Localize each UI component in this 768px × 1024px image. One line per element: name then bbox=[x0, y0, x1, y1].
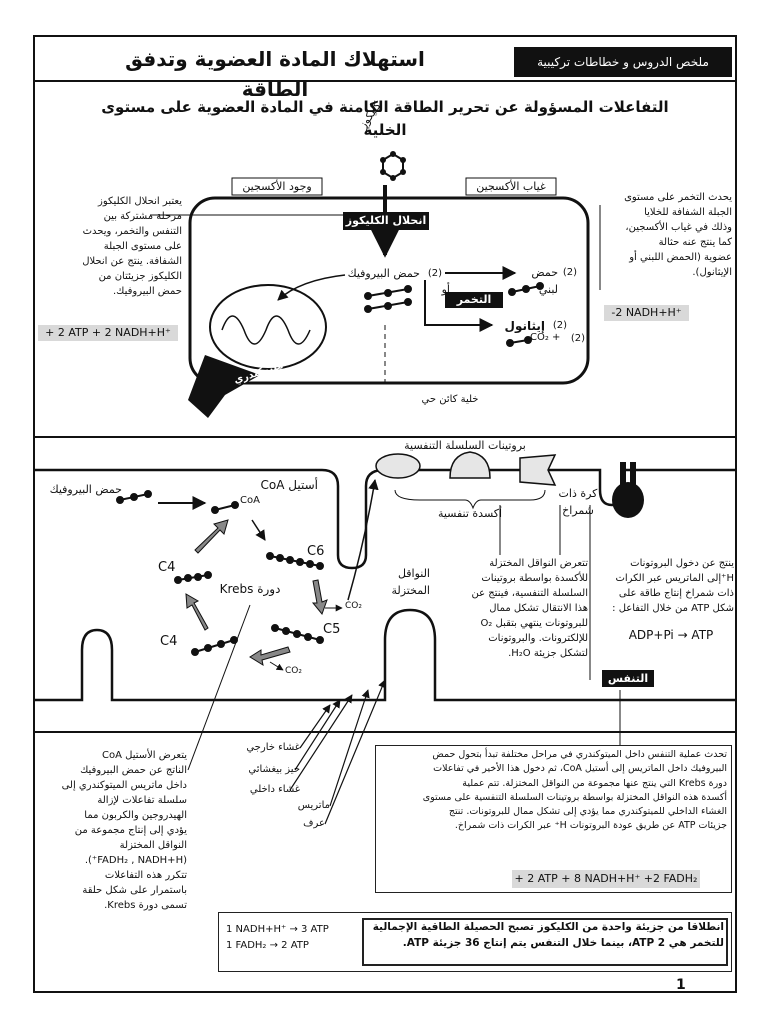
pyruvic-acid-label: حمض البيروفيك bbox=[347, 267, 420, 280]
pyruvate-to-mito-arrow bbox=[277, 274, 346, 301]
oxygen-absent-box bbox=[465, 177, 557, 196]
electron-chain-note: تتعرض النواقل المختزلة للأكسدة بواسطة بر… bbox=[471, 558, 589, 659]
crista-label: عرف bbox=[303, 818, 325, 829]
respiratory-proteins-label: بروتينات السلسلة التنفسية bbox=[404, 439, 526, 452]
section-divider-2 bbox=[33, 731, 737, 733]
acetyl-coa-label: أستيل CoA bbox=[260, 478, 318, 492]
coa-label: CoA bbox=[240, 495, 260, 506]
mitochondrion bbox=[209, 284, 327, 370]
cell-outline bbox=[188, 196, 590, 385]
or-label: أو bbox=[441, 283, 450, 296]
lactic-acid-label: حمض لبني bbox=[531, 266, 558, 296]
pyruvic-count: (2) bbox=[427, 268, 442, 279]
section-divider-1 bbox=[33, 436, 737, 438]
glucose-atoms bbox=[380, 151, 406, 181]
mito-pyruvate-molecule bbox=[116, 490, 152, 504]
intermembrane-pointer bbox=[294, 699, 341, 771]
respiratory-protein-1 bbox=[375, 453, 421, 479]
fermentation-note: يحدث التخمر على مستوى الجبلة الشفافة للخ… bbox=[624, 192, 732, 278]
c4b-label: C4 bbox=[160, 634, 178, 649]
glucose-molecule bbox=[382, 152, 404, 180]
matrix-pointer bbox=[329, 689, 370, 807]
matrix-label: ماتريس bbox=[297, 800, 330, 811]
c4a-molecule bbox=[174, 571, 212, 584]
ethanol-label: إيثانول bbox=[504, 319, 545, 333]
oxidation-label: أكسدة تنفسية bbox=[437, 507, 503, 520]
conversion-nadh: 1 NADH+H⁺ → 3 ATP bbox=[226, 924, 329, 935]
krebs-arrow-4 bbox=[185, 593, 209, 631]
glycolysis-label: انحلال الكليكوز bbox=[343, 212, 429, 230]
mito-pyruvic-label: حمض البيروفيك bbox=[49, 483, 122, 496]
fermentation-yield: -2 NADH+H⁺ bbox=[604, 305, 689, 321]
ethanol-arrow bbox=[424, 280, 494, 332]
final-summary-text: انطلاقا من جزيئة واحدة من الكليكوز تصبح … bbox=[372, 921, 724, 949]
section1-heading: التفاعلات المسؤولة عن تحرير الطاقة الكام… bbox=[101, 98, 669, 139]
crista-pointer bbox=[324, 679, 386, 825]
mitochondria-big-arrow bbox=[188, 355, 260, 418]
intermembrane-label: حيز بيغشائي bbox=[248, 764, 300, 775]
co2-count: (2) bbox=[570, 333, 585, 344]
krebs-arrow-1 bbox=[194, 519, 229, 554]
c5-label: C5 bbox=[323, 622, 341, 637]
oxygen-absent-label: غياب الأكسجين bbox=[476, 180, 546, 193]
reduced-carriers-arrow bbox=[347, 478, 379, 601]
co2-2-label: CO₂ bbox=[285, 666, 302, 676]
krebs-note: يتعرض الأستيل CoA الناتج عن حمض البيروفي… bbox=[61, 750, 187, 911]
c6-molecule bbox=[266, 552, 324, 570]
krebs-arrow-3 bbox=[249, 646, 291, 667]
krebs-label: دورة Krebs bbox=[219, 582, 281, 596]
atp-synthase-label: كرة ذات شمراخ bbox=[558, 487, 598, 517]
c6-label: C6 bbox=[307, 544, 325, 559]
page-number: 1 bbox=[676, 977, 686, 993]
atp-production-note: ينتج عن دخول البروتونات H⁺إلى الماتريس ع… bbox=[612, 558, 734, 614]
matrix-bottom bbox=[35, 608, 735, 702]
respiratory-protein-3 bbox=[519, 454, 557, 486]
ethanol-molecule bbox=[506, 336, 532, 347]
oxygen-present-label: وجود الأكسجين bbox=[242, 180, 312, 193]
atp-reaction: ADP+Pi → ATP bbox=[628, 628, 714, 642]
co2-1-label: CO₂ bbox=[345, 601, 362, 611]
ethanol-count: (2) bbox=[552, 320, 567, 331]
outer-membrane-pointer bbox=[299, 704, 331, 749]
glycolysis-yield: + 2 ATP + 2 NADH+H⁺ bbox=[38, 325, 178, 341]
outer-membrane-label: غشاء خارجي bbox=[246, 742, 300, 753]
reduced-carriers-label: النواقل المختزلة bbox=[391, 567, 430, 597]
c4b-molecule bbox=[191, 636, 238, 656]
acetyl-molecule bbox=[211, 501, 239, 514]
cell-label: خلية كائن حي bbox=[421, 394, 479, 405]
pyruvate-molecules bbox=[364, 285, 412, 313]
respiration-label: التنفس bbox=[602, 670, 654, 687]
page-title: استهلاك المادة العضوية وتدفق الطاقة bbox=[125, 47, 425, 101]
inner-membrane-pointer bbox=[289, 694, 353, 791]
inner-membrane bbox=[35, 468, 735, 570]
conversion-box bbox=[218, 912, 732, 972]
respiratory-protein-2 bbox=[449, 451, 491, 479]
lactic-count: (2) bbox=[562, 267, 577, 278]
lactic-molecule bbox=[508, 282, 544, 296]
final-summary-box bbox=[362, 918, 728, 966]
respiration-summary-box bbox=[375, 745, 732, 893]
respiration-summary-text: تحدث عملية التنفس داخل الميتوكندري في مر… bbox=[422, 749, 727, 832]
header-tag: ملخص الدروس و خطاطات تركيبية bbox=[514, 47, 732, 77]
fermentation-label: التخمر bbox=[445, 292, 503, 308]
respiration-yield: + 2 ATP + 8 NADH+H⁺ +2 FADH₂ bbox=[512, 870, 700, 888]
conversion-fadh: 1 FADH₂ → 2 ATP bbox=[226, 940, 309, 951]
c5-molecule bbox=[271, 624, 324, 644]
c4a-label: C4 bbox=[158, 560, 176, 575]
krebs-arrow-2 bbox=[311, 579, 328, 616]
oxygen-present-box bbox=[231, 177, 323, 196]
page-frame bbox=[33, 35, 737, 993]
inner-membrane-label: غشاء داخلي bbox=[249, 784, 300, 795]
atp-synthase-head bbox=[612, 482, 644, 518]
glycolysis-note: يعتبر انحلال الكليكوز مرحلة مشتركة بين ا… bbox=[82, 196, 182, 297]
co2-label: CO₂ + bbox=[530, 332, 561, 343]
header-divider bbox=[33, 80, 737, 82]
atp-synthase-stalk bbox=[620, 462, 626, 486]
